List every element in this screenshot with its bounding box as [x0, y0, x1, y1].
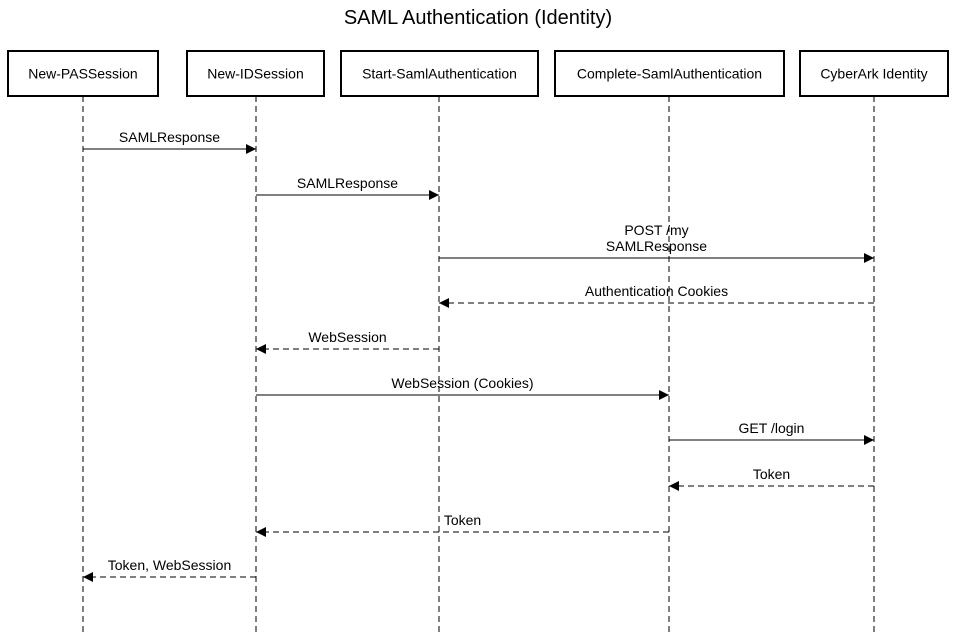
message-9: Token [256, 512, 669, 537]
actor-label-complete-samlauth: Complete-SamlAuthentication [577, 66, 762, 82]
message-label-4: Authentication Cookies [585, 283, 728, 299]
diagram-title: SAML Authentication (Identity) [344, 7, 612, 29]
actors: New-PASSession New-IDSession Start-SamlAut… [7, 50, 949, 97]
message-label-3-line-1: POST /my [624, 222, 688, 238]
actor-label-cyberark-identity: CyberArk Identity [820, 66, 927, 82]
actor-label-new-passession: New-PASSession [28, 66, 137, 82]
actor-box-cyberark-identity [799, 50, 949, 97]
actor-label-start-samlauth: Start-SamlAuthentication [362, 66, 517, 82]
message-label-1: SAMLResponse [119, 129, 220, 145]
message-label-10: Token, WebSession [108, 557, 231, 573]
message-label-9: Token [444, 512, 481, 528]
message-label-6: WebSession (Cookies) [391, 375, 533, 391]
actor-box-new-passession [7, 50, 159, 97]
message-10: Token, WebSession [83, 557, 256, 582]
actor-box-new-idsession [186, 50, 325, 97]
message-label-7: GET /login [739, 420, 805, 436]
message-7: GET /login [669, 420, 874, 445]
message-6: WebSession (Cookies) [256, 375, 669, 400]
message-label-2: SAMLResponse [297, 175, 398, 191]
message-2: SAMLResponse [256, 175, 439, 200]
actor-label-new-idsession: New-IDSession [207, 66, 303, 82]
message-1: SAMLResponse [83, 129, 256, 154]
message-4: Authentication Cookies [439, 283, 874, 308]
message-5: WebSession [256, 329, 439, 354]
message-label-8: Token [753, 466, 790, 482]
actor-box-complete-samlauth [554, 50, 785, 97]
message-label-5: WebSession [308, 329, 386, 345]
actor-box-start-samlauth [340, 50, 539, 97]
message-label-3-line-2: SAMLResponse [606, 238, 707, 254]
lifelines [82, 96, 875, 634]
message-8: Token [669, 466, 874, 491]
